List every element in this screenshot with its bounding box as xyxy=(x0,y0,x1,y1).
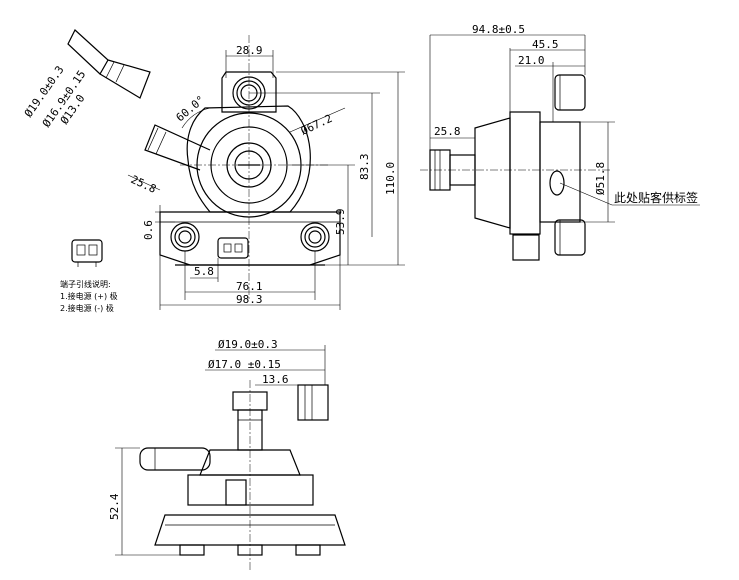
connector-pin-2 xyxy=(234,243,243,253)
dim-text-0-6: 0.6 xyxy=(142,220,155,240)
dim-text-51-8: Ø51.8 xyxy=(594,162,607,195)
dim-text-bottom-13-6: 13.6 xyxy=(262,373,289,386)
terminal-detail: 端子引线说明: 1.接电源 (+) 极 2.接电源 (-) 极 xyxy=(60,239,118,313)
terminal-note-title: 端子引线说明: xyxy=(60,279,111,289)
inlet-pipe-ring xyxy=(105,61,115,79)
bottom-view-dimensions: Ø19.0±0.3 Ø17.0 ±0.15 13.6 52.4 xyxy=(108,338,326,556)
dim-text-25-8-left: 25.8 xyxy=(129,173,159,196)
terminal-pin-1 xyxy=(76,244,86,256)
dim-text-76-1: 76.1 xyxy=(236,280,263,293)
dim-text-45-5: 45.5 xyxy=(532,38,559,51)
outlet-pipe-ring2 xyxy=(155,131,167,155)
left-mount-inner xyxy=(178,230,192,244)
left-mount-mid xyxy=(174,226,196,248)
base-plate xyxy=(159,211,341,266)
dim-text-bottom-52-4: 52.4 xyxy=(108,493,121,520)
dim-text-25-8-side: 25.8 xyxy=(434,125,461,138)
leader-67-2 xyxy=(289,107,346,133)
dim-text-bottom-19: Ø19.0±0.3 xyxy=(218,338,278,351)
dim-text-5-8: 5.8 xyxy=(194,265,214,278)
dim-text-98-3: 98.3 xyxy=(236,293,263,306)
dim-text-53-9: 53.9 xyxy=(334,209,347,236)
side-body-taper xyxy=(474,117,511,229)
terminal-note-line1: 1.接电源 (+) 极 xyxy=(60,291,118,301)
dim-line-25-8-left xyxy=(127,174,161,191)
outlet-pipe xyxy=(144,124,211,171)
dim-text-28-9: 28.9 xyxy=(236,44,263,57)
inlet-pipe-ring-2 xyxy=(115,64,125,83)
bottom-foot-left xyxy=(179,544,205,556)
bottom-body-base xyxy=(187,474,314,506)
bottom-connector xyxy=(225,479,247,506)
electrical-connector xyxy=(217,237,249,259)
side-connector xyxy=(512,234,540,261)
outlet-pipe-ring1 xyxy=(147,127,159,151)
dim-text-94-8: 94.8±0.5 xyxy=(472,23,525,36)
top-mount-boss xyxy=(221,71,277,113)
side-bottom-mount xyxy=(554,219,586,256)
terminal-pin-2 xyxy=(88,244,98,256)
dim-text-83-3: 83.3 xyxy=(358,154,371,181)
dim-text-60: 60.0° xyxy=(174,93,208,124)
angle-arc-60 xyxy=(181,107,211,129)
side-view xyxy=(420,74,610,261)
dim-text-67-2: Ø67.2 xyxy=(299,112,335,138)
side-body-flange xyxy=(509,111,541,235)
right-mount-inner xyxy=(308,230,322,244)
side-label-spot xyxy=(549,170,565,196)
dim-text-bottom-17: Ø17.0 ±0.15 xyxy=(208,358,281,371)
bottom-detail-pipe xyxy=(297,384,329,421)
dim-text-21: 21.0 xyxy=(518,54,545,67)
inlet-pipe-detail xyxy=(67,29,109,75)
dim-text-110: 110.0 xyxy=(384,162,397,195)
label-note: 此处贴客供标签 xyxy=(614,190,698,205)
side-top-mount xyxy=(554,74,586,111)
bottom-side-pipe xyxy=(139,447,211,471)
terminal-note-line2: 2.接电源 (-) 极 xyxy=(60,303,114,313)
bottom-base-plate xyxy=(154,514,346,546)
connector-pin-1 xyxy=(223,243,232,253)
right-mount-mid xyxy=(304,226,326,248)
label-leader xyxy=(559,182,613,206)
side-view-dimensions: 94.8±0.5 45.5 21.0 25.8 Ø51.8 此处贴客供标签 xyxy=(429,23,700,223)
bottom-foot-right xyxy=(295,544,321,556)
terminal-connector-icon xyxy=(71,239,103,263)
bottom-view xyxy=(139,380,346,570)
inlet-pipe-detail-2 xyxy=(99,59,151,99)
